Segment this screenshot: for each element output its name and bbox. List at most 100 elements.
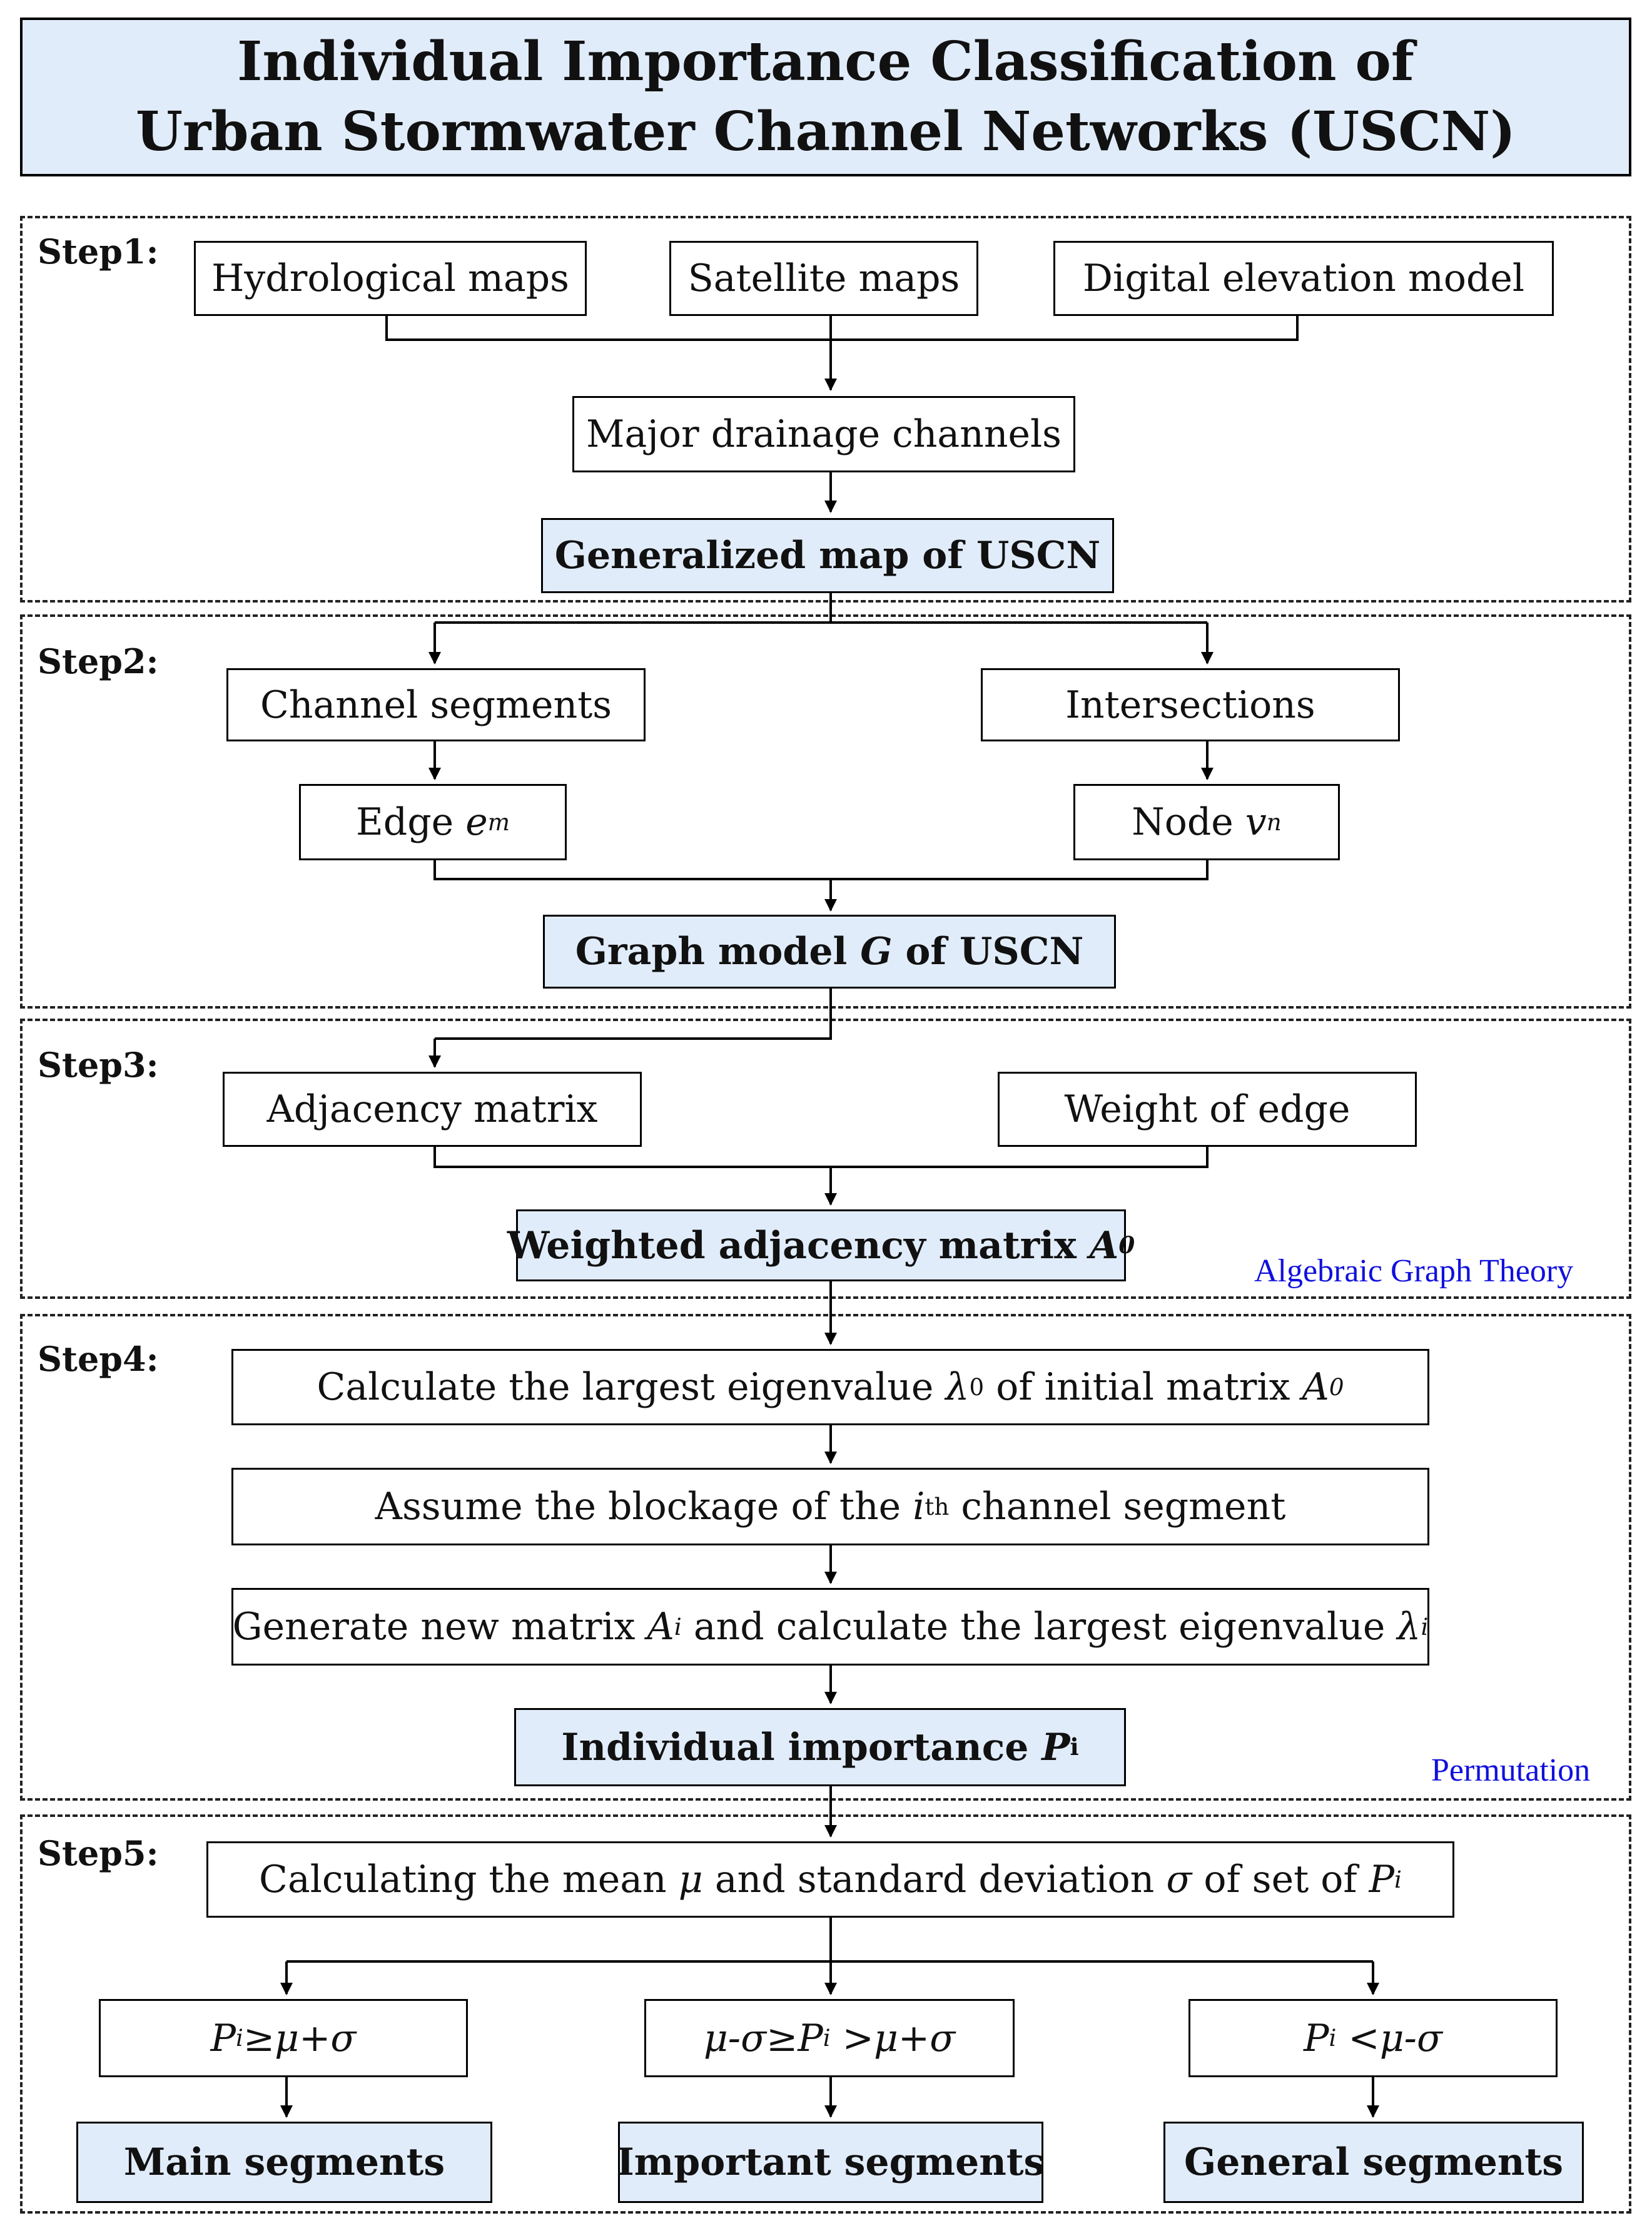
step3-split-line bbox=[435, 989, 832, 1040]
step3-merge-line bbox=[433, 1147, 1209, 1168]
title-line-1: Individual Importance Classification of bbox=[237, 30, 1414, 94]
diagram-title: Individual Importance Classification of … bbox=[20, 18, 1631, 176]
weight-of-edge-box: Weight of edge bbox=[998, 1072, 1417, 1147]
node-label: Node bbox=[1132, 800, 1245, 844]
adjacency-matrix-label: Adjacency matrix bbox=[266, 1087, 598, 1131]
general-segments-label: General segments bbox=[1183, 2140, 1564, 2184]
blockage-sup: th bbox=[925, 1492, 950, 1520]
weighted-matrix-sub: 0 bbox=[1118, 1231, 1135, 1259]
cond-important-var: P bbox=[798, 2016, 823, 2060]
permutation-note: Permutation bbox=[1431, 1752, 1591, 1788]
blockage-var: i bbox=[913, 1485, 925, 1529]
satellite-maps-label: Satellite maps bbox=[687, 257, 960, 300]
blockage-pre: Assume the blockage of the bbox=[375, 1485, 913, 1529]
individual-importance-text: Individual importance bbox=[561, 1725, 1042, 1769]
weighted-matrix-var: A bbox=[1089, 1223, 1119, 1268]
calc-p-var: P bbox=[1369, 1858, 1395, 1901]
lambdai-sub: i bbox=[1421, 1612, 1429, 1640]
a0-var: A bbox=[1302, 1365, 1329, 1409]
intersections-label: Intersections bbox=[1065, 683, 1315, 727]
blockage-post: channel segment bbox=[949, 1485, 1286, 1529]
step4-frame bbox=[20, 1314, 1631, 1801]
graph-model-var: G bbox=[860, 930, 893, 974]
satellite-maps-box: Satellite maps bbox=[669, 241, 978, 316]
step2-merge-line bbox=[433, 860, 1209, 880]
title-line-2: Urban Stormwater Channel Networks (USCN) bbox=[136, 100, 1516, 163]
step1-frame bbox=[20, 216, 1631, 603]
step2-frame bbox=[20, 614, 1631, 1009]
dem-box: Digital elevation model bbox=[1053, 241, 1554, 316]
lambda0-sub: 0 bbox=[969, 1373, 985, 1401]
general-segments-box: General segments bbox=[1163, 2122, 1584, 2203]
new-matrix-mid: and calculate the largest eigenvalue bbox=[681, 1605, 1397, 1649]
sigma-symbol: σ bbox=[1166, 1858, 1192, 1901]
weighted-matrix-text: Weighted adjacency matrix bbox=[507, 1223, 1090, 1268]
step5-frame bbox=[20, 1814, 1631, 2214]
pi-sub: i bbox=[1070, 1733, 1079, 1761]
generalized-map-box: Generalized map of USCN bbox=[541, 518, 1114, 593]
step3-label: Step3: bbox=[38, 1045, 159, 1085]
mean-std-box: Calculating the mean μ and standard devi… bbox=[206, 1841, 1454, 1918]
important-segments-box: Important segments bbox=[616, 2122, 1045, 2203]
adjacency-matrix-box: Adjacency matrix bbox=[223, 1072, 642, 1147]
lambdai-var: λ bbox=[1397, 1605, 1421, 1649]
edge-sub: m bbox=[487, 808, 510, 836]
calc-pre: Calculating the mean bbox=[259, 1858, 679, 1901]
step3-frame bbox=[20, 1019, 1631, 1299]
graph-model-pre: Graph model bbox=[575, 930, 861, 974]
cond-general-sub: i bbox=[1329, 2024, 1337, 2052]
algebraic-graph-theory-note: Algebraic Graph Theory bbox=[1254, 1253, 1574, 1289]
hydrological-maps-box: Hydrological maps bbox=[194, 241, 587, 316]
cond-general-rest: <μ-σ bbox=[1336, 2016, 1442, 2060]
new-matrix-pre: Generate new matrix bbox=[232, 1605, 647, 1649]
cond-important-sub: i bbox=[823, 2024, 831, 2052]
intersections-box: Intersections bbox=[981, 668, 1400, 741]
main-segments-box: Main segments bbox=[76, 2122, 492, 2203]
cond-main-rest: ≥μ+σ bbox=[243, 2016, 357, 2060]
major-drainage-box: Major drainage channels bbox=[572, 396, 1075, 472]
pi-var: P bbox=[1041, 1725, 1070, 1769]
step4-label: Step4: bbox=[38, 1339, 159, 1379]
eigenvalue-pre: Calculate the largest eigenvalue bbox=[317, 1365, 946, 1409]
cond-important-rest: >μ+σ bbox=[830, 2016, 956, 2060]
step1-label: Step1: bbox=[38, 231, 159, 272]
ai-var: A bbox=[647, 1605, 674, 1649]
step5-label: Step5: bbox=[38, 1833, 159, 1873]
calc-mid: and standard deviation bbox=[702, 1858, 1167, 1901]
channel-segments-box: Channel segments bbox=[226, 668, 646, 741]
generalized-map-label: Generalized map of USCN bbox=[554, 534, 1101, 577]
step1-merge-line bbox=[385, 316, 1299, 341]
ai-sub: i bbox=[674, 1612, 682, 1640]
cond-main-sub: i bbox=[235, 2024, 243, 2052]
main-segments-label: Main segments bbox=[123, 2140, 445, 2184]
eigenvalue-mid: of initial matrix bbox=[984, 1365, 1302, 1409]
edge-var: e bbox=[465, 800, 488, 844]
dem-label: Digital elevation model bbox=[1082, 257, 1525, 300]
major-drainage-label: Major drainage channels bbox=[586, 412, 1062, 456]
cond-important-pre: μ-σ≥ bbox=[703, 2016, 798, 2060]
hydrological-maps-label: Hydrological maps bbox=[211, 257, 569, 300]
calc-p-sub: i bbox=[1394, 1865, 1402, 1893]
important-segments-label: Important segments bbox=[616, 2140, 1045, 2184]
node-sub: n bbox=[1266, 808, 1282, 836]
cond-general-var: P bbox=[1304, 2016, 1329, 2060]
edge-label: Edge bbox=[356, 800, 466, 844]
step2-label: Step2: bbox=[38, 641, 159, 681]
mu-symbol: μ bbox=[678, 1858, 703, 1901]
graph-model-box: Graph model G of USCN bbox=[543, 915, 1116, 989]
cond-main-var: P bbox=[210, 2016, 236, 2060]
a0-sub: 0 bbox=[1329, 1373, 1344, 1401]
step5-split-line bbox=[286, 1918, 1373, 1963]
graph-model-post: of USCN bbox=[892, 930, 1084, 974]
weight-of-edge-label: Weight of edge bbox=[1064, 1087, 1350, 1131]
